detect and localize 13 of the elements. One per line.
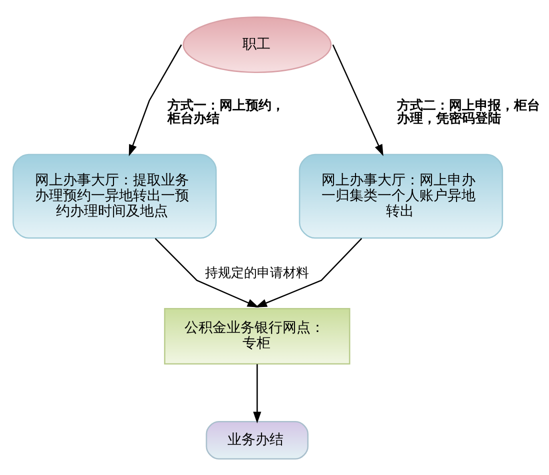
arrow: [128, 44, 182, 156]
arrow: [255, 238, 362, 307]
arrow: [154, 238, 259, 307]
node-ellipse: 职工: [182, 16, 332, 72]
node-box: 业务办结: [206, 420, 309, 459]
node-box: 网上办事大厅：提取业务办理预约一异地转出一预约办理时间及地点: [12, 153, 217, 238]
arrow: [253, 364, 262, 423]
arrow: [332, 44, 384, 156]
node-box: 网上办事大厅：网上申办一归集类一个人账户异地转出: [298, 153, 504, 238]
edge-label: 方式二：网上申报，柜台办理，凭密码登陆: [397, 98, 540, 126]
edge-label: 持规定的申请材料: [205, 266, 310, 281]
node-box: 公积金业务银行网点：专柜: [164, 307, 350, 364]
edge-label: 方式一：网上预约，柜台办结: [167, 98, 284, 126]
